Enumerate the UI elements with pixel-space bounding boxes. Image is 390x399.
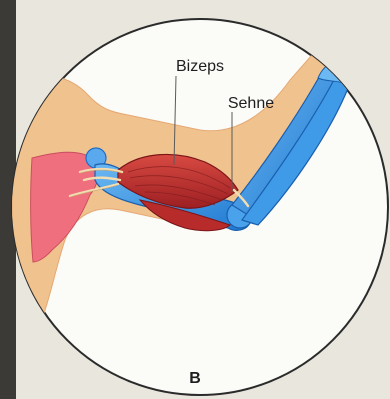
tendon-label: Sehne	[228, 95, 274, 112]
biceps-label: Bizeps	[176, 58, 224, 75]
panel-letter: B	[189, 370, 201, 387]
